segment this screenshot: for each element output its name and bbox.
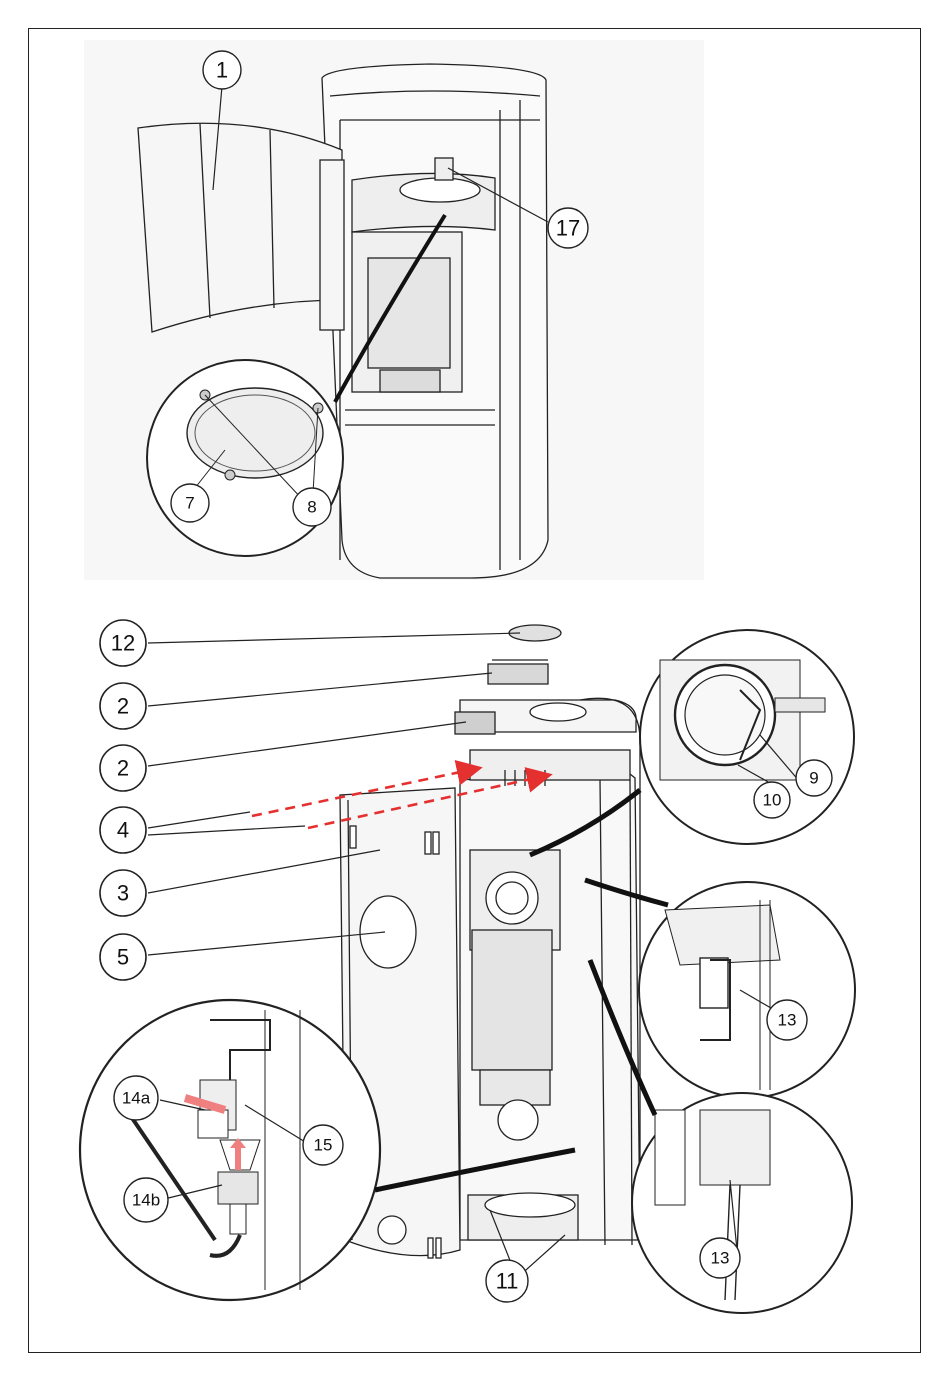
callout-10: 10 <box>754 782 790 818</box>
callout-9: 9 <box>796 760 832 796</box>
callout-13-lower: 13 <box>700 1238 740 1278</box>
callout-2-lower: 2 <box>100 745 146 791</box>
callout-13-upper: 13 <box>767 1000 807 1040</box>
callout-13-upper-label: 13 <box>778 1011 797 1030</box>
callout-17: 17 <box>548 208 588 248</box>
callout-2-upper: 2 <box>100 683 146 729</box>
callout-7-label: 7 <box>185 494 194 513</box>
callout-9-label: 9 <box>809 769 818 788</box>
callout-1: 1 <box>203 51 241 89</box>
callout-3: 3 <box>100 870 146 916</box>
callout-13-lower-label: 13 <box>711 1249 730 1268</box>
callout-7: 7 <box>171 484 209 522</box>
callout-17-label: 17 <box>556 216 580 241</box>
callout-8: 8 <box>293 488 331 526</box>
callout-12-label: 12 <box>111 631 135 656</box>
callout-11-label: 11 <box>496 1269 519 1294</box>
callout-4-label: 4 <box>117 818 129 843</box>
callout-15-label: 15 <box>314 1136 333 1155</box>
callout-14a-label: 14a <box>122 1089 151 1108</box>
callout-3-label: 3 <box>117 881 129 906</box>
callout-1-label: 1 <box>216 58 228 83</box>
callout-8-label: 8 <box>307 498 316 517</box>
callout-2-upper-label: 2 <box>117 694 129 719</box>
callout-15: 15 <box>303 1125 343 1165</box>
callout-12: 12 <box>100 620 146 666</box>
door-panel <box>138 123 344 332</box>
callout-14b: 14b <box>124 1178 168 1222</box>
stove-back-exploded <box>455 625 640 1245</box>
callout-11: 11 <box>486 1260 528 1302</box>
callout-14a: 14a <box>114 1076 158 1120</box>
callout-2-lower-label: 2 <box>117 756 129 781</box>
callout-4: 4 <box>100 807 146 853</box>
callout-5-label: 5 <box>117 945 129 970</box>
callout-10-label: 10 <box>763 791 782 810</box>
callout-5: 5 <box>100 934 146 980</box>
callout-14b-label: 14b <box>132 1191 160 1210</box>
